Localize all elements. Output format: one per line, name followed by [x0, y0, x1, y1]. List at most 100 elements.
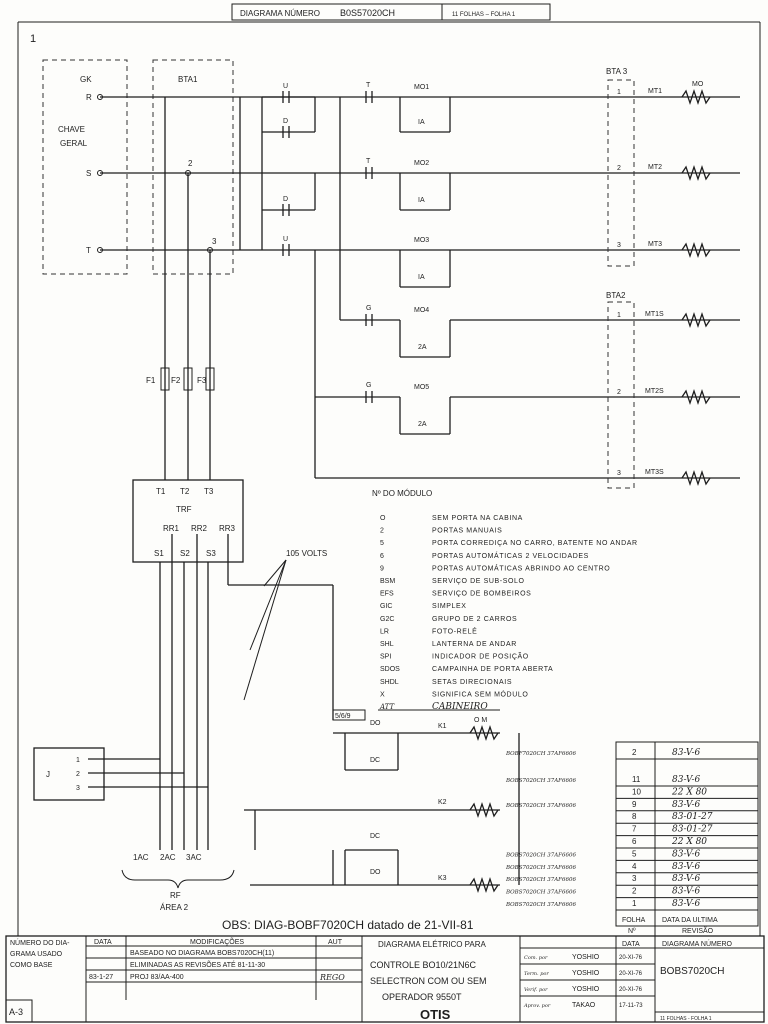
mt2-label: MT2 [648, 164, 662, 171]
bta1-term-3: 3 [212, 237, 217, 246]
sheet-note: BOBS7020CH 37AF6606 [505, 890, 576, 896]
chave-label-2: GERAL [60, 139, 88, 148]
fuse-f1-label: F1 [146, 376, 156, 385]
mod-3-date: 83-1-27 [89, 974, 113, 981]
module-desc: SEM PORTA NA CABINA [432, 515, 523, 522]
sheet-date: 83-V-6 [672, 862, 701, 872]
dc-label-1: DC [370, 757, 380, 764]
page-code: A-3 [9, 1007, 23, 1017]
contact-d-label-2: D [283, 196, 288, 203]
module-desc: INDICADOR DE POSIÇÃO [432, 652, 529, 661]
module-desc: SERVIÇO DE SUB-SOLO [432, 578, 525, 585]
j-term-3: 3 [76, 785, 80, 792]
module-desc: LANTERNA DE ANDAR [432, 641, 517, 648]
obs-note: OBS: DIAG-BOBF7020CH datado de 21-VII-81 [222, 918, 474, 932]
trf-t3: T3 [204, 487, 214, 496]
sheet-num: 4 [632, 862, 637, 871]
j-term-1: 1 [76, 757, 80, 764]
a2-label-2: 2A [418, 421, 427, 428]
area-label: ÁREA 2 [160, 903, 189, 912]
bta2-box [607, 301, 635, 489]
col-data: DATA [94, 939, 112, 946]
header-sheets: 11 FOLHAS – FOLHA 1 [452, 12, 516, 18]
sign-date: 20-XI-76 [619, 971, 643, 977]
sheet-num: 1 [632, 899, 637, 908]
contact-g-label-1: G [366, 305, 371, 312]
sheet-date: 83-V-6 [672, 899, 701, 909]
diag-num: BOBS7020CH [660, 966, 724, 977]
mt3-label: MT3 [648, 241, 662, 248]
k1-label: K1 [438, 723, 447, 730]
phase-t-label: T [86, 246, 91, 255]
contact-g-1 [365, 314, 373, 326]
gk-label: GK [80, 75, 92, 84]
sheet-num: 3 [632, 874, 637, 883]
mt1-label: MT1 [648, 88, 662, 95]
n-label: Nº [628, 928, 636, 935]
bta2-term-1: 1 [617, 312, 621, 319]
sign-date: 17-11-73 [619, 1003, 643, 1009]
mo4-label: MO4 [414, 307, 429, 314]
contact-u-2 [282, 244, 290, 256]
module-code: X [380, 691, 385, 698]
k3-label: K3 [438, 875, 447, 882]
mod-1: BASEADO NO DIAGRAMA BOBS7020CH(11) [130, 950, 274, 957]
sheet-note: BOBS7020CH 37AF6606 [505, 902, 576, 908]
fuse-f2 [183, 367, 193, 391]
left-h1: NÚMERO DO DIA- [10, 938, 70, 947]
sheet-date: 83-01-27 [672, 812, 713, 822]
col-mod: MODIFICAÇÕES [190, 937, 244, 946]
mod-2: ELIMINADAS AS REVISÕES ATÉ 81-11-30 [130, 960, 265, 969]
sheet-mark: 1 [30, 33, 36, 45]
bta2-term-2: 2 [617, 389, 621, 396]
mt2s-label: MT2S [645, 388, 664, 395]
revisao-label: REVISÃO [682, 926, 714, 935]
sheet-date: 83-V-6 [672, 849, 701, 859]
a2-label-1: 2A [418, 344, 427, 351]
left-h2: GRAMA USADO [10, 951, 63, 958]
sign-date: 20-XI-76 [619, 987, 643, 993]
module-code: EFS [380, 591, 394, 598]
sheet-note: BOBF7020CH 37AF6606 [505, 751, 577, 757]
module-code: GIC [380, 603, 392, 610]
title-block [5, 935, 765, 1023]
ia-label-2: IA [418, 197, 425, 204]
sheet-note: BOBS7020CH 37AF6606 [505, 877, 576, 883]
mo1-label: MO1 [414, 84, 429, 91]
k2-label: K2 [438, 799, 447, 806]
contact-d-2 [282, 204, 290, 216]
bta3-term-2: 2 [617, 165, 621, 172]
motor-resistors [681, 88, 711, 487]
contact-d-label-1: D [283, 118, 288, 125]
do-label-1: DO [370, 720, 381, 727]
module-code: SHL [380, 641, 394, 648]
sheet-date: 22 X 80 [671, 787, 707, 797]
module-code: 5 [380, 540, 384, 547]
sign-role: Verif. por [524, 987, 548, 993]
title-line-1: CONTROLE BO10/21N6C [370, 960, 477, 970]
bta3-label: BTA 3 [606, 67, 628, 76]
module-title: Nº DO MÓDULO [372, 489, 432, 498]
sheet-date: 22 X 80 [671, 837, 707, 847]
group-5689-label: 5/6/9 [335, 713, 351, 720]
mo2-label: MO2 [414, 160, 429, 167]
trf-label: TRF [176, 505, 192, 514]
title-line-3: OPERADOR 9550T [382, 992, 462, 1002]
header-diagram-label: DIAGRAMA NÚMERO [240, 9, 320, 18]
trf-t1: T1 [156, 487, 166, 496]
contact-t-label-1: T [366, 82, 371, 89]
diag-num-label: DIAGRAMA NÚMERO [662, 939, 733, 948]
bta3-box [607, 79, 635, 267]
trf-rr3: RR3 [219, 524, 236, 533]
module-code: BSM [380, 578, 395, 585]
sign-date: 20-XI-76 [619, 955, 643, 961]
bta1-term-2: 2 [188, 159, 193, 168]
fuse-f3-label: F3 [197, 376, 207, 385]
phase-r-label: R [86, 93, 92, 102]
sheet-num: 2 [632, 748, 637, 757]
contact-t-label-2: T [366, 158, 371, 165]
